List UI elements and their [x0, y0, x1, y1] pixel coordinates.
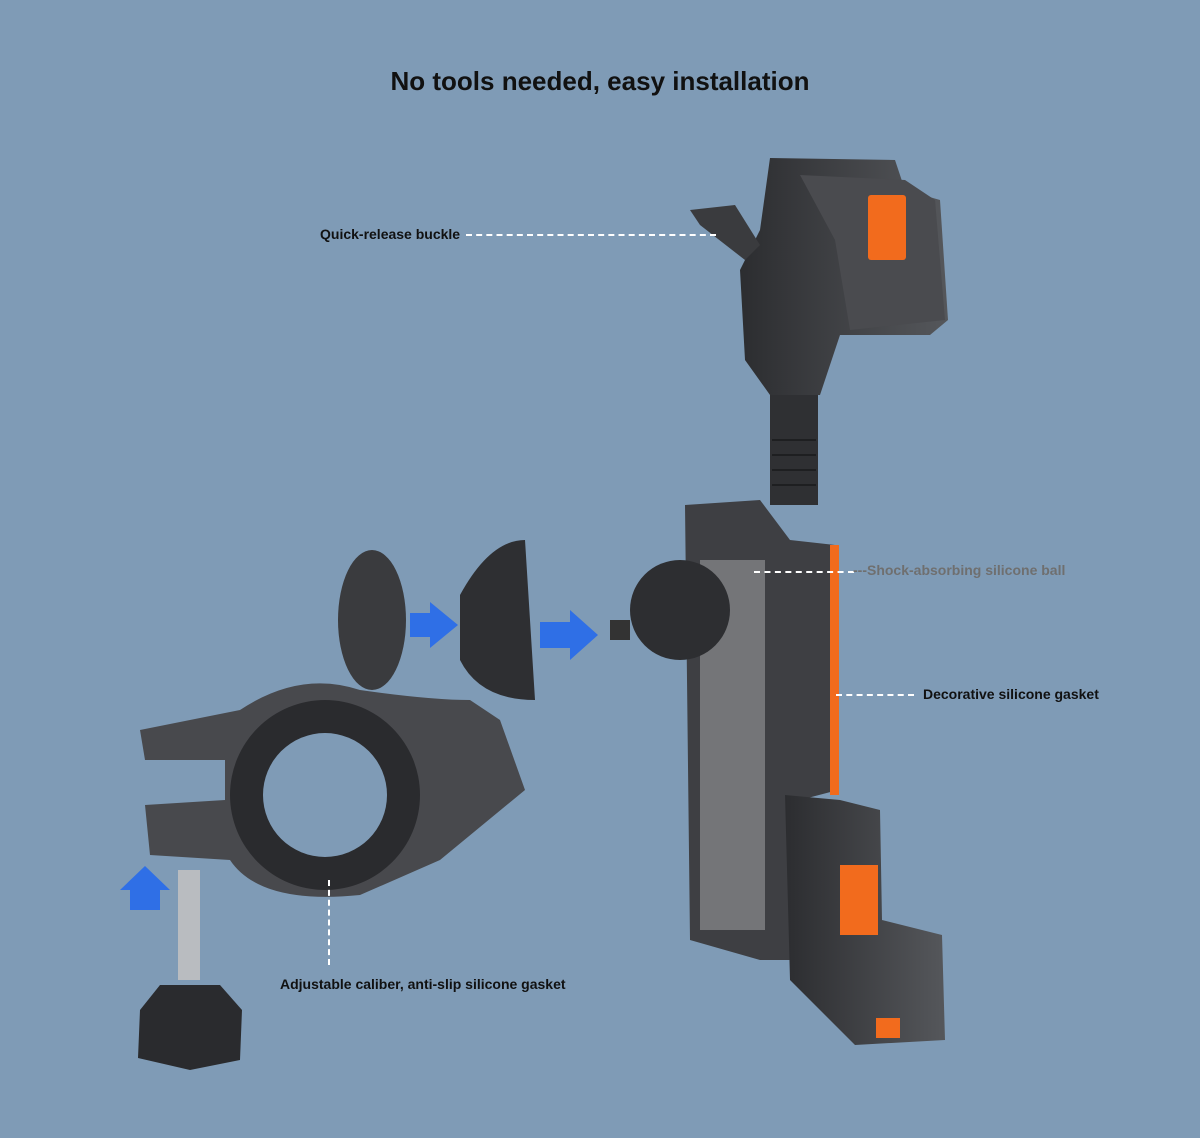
label-decorative-gasket: Decorative silicone gasket	[923, 686, 1099, 702]
leader-line	[328, 880, 330, 965]
arrow-icons	[120, 602, 598, 910]
upper-clamp	[690, 158, 948, 505]
knob	[338, 550, 406, 690]
main-body	[685, 500, 945, 1045]
screw	[178, 870, 200, 980]
leader-line	[466, 234, 716, 236]
label-shock-absorbing-ball: ---Shock-absorbing silicone ball	[853, 562, 1066, 578]
label-quick-release-buckle: Quick-release buckle	[320, 226, 461, 242]
leader-line	[754, 571, 854, 573]
handlebar-clamp	[140, 683, 525, 897]
label-adjustable-caliber: Adjustable caliber, anti-slip silicone g…	[280, 976, 566, 992]
thumb-nut	[138, 985, 242, 1070]
leader-line	[836, 694, 914, 696]
silicone-ball	[630, 560, 730, 660]
ball-socket	[460, 540, 535, 700]
page-title: No tools needed, easy installation	[390, 66, 810, 96]
